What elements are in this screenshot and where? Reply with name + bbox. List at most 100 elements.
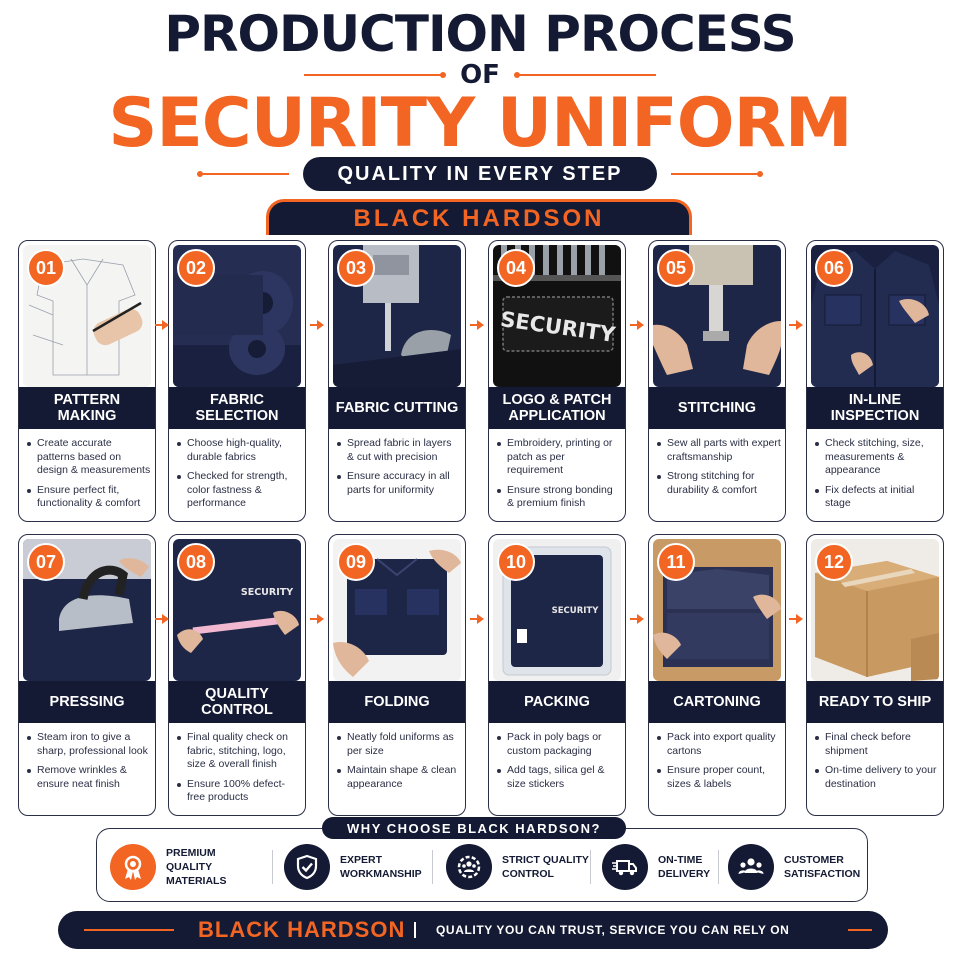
step-title: FABRIC SELECTION — [169, 387, 305, 429]
main-title: PRODUCTION PROCESS — [164, 5, 796, 63]
title-of-row: OF — [0, 60, 960, 90]
svg-text:SECURITY: SECURITY — [552, 606, 600, 616]
step-bullet: Ensure proper count, sizes & labels — [657, 764, 781, 791]
footer-divider — [414, 922, 416, 938]
divider — [590, 850, 591, 884]
step-bullet: Check stitching, size, measurements & ap… — [815, 437, 939, 478]
why-item-label: ON-TIME DELIVERY — [658, 854, 711, 880]
why-choose-title: WHY CHOOSE BLACK HARDSON? — [322, 817, 626, 839]
tagline-row: QUALITY IN EVERY STEP — [0, 157, 960, 191]
footer-slogan: QUALITY YOU CAN TRUST, SERVICE YOU CAN R… — [436, 923, 790, 937]
svg-text:SECURITY: SECURITY — [241, 587, 293, 598]
why-item-label: EXPERT WORKMANSHIP — [340, 854, 422, 880]
decor-line-left — [84, 929, 174, 931]
cutting-machine-photo — [333, 245, 461, 387]
step-bullet: Fix defects at initial stage — [815, 484, 939, 511]
flow-arrow-icon — [470, 614, 484, 624]
divider — [432, 850, 433, 884]
flow-arrow-icon — [155, 320, 169, 330]
step-bullet: Embroidery, printing or patch as per req… — [497, 437, 621, 478]
step-number: 05 — [657, 249, 695, 287]
decor-line-left — [197, 171, 290, 177]
step-title: STITCHING — [649, 387, 785, 429]
step-bullets: Create accurate patterns based on design… — [27, 437, 151, 517]
step-bullet: Pack into export quality cartons — [657, 731, 781, 758]
step-number: 10 — [497, 543, 535, 581]
step-number: 01 — [27, 249, 65, 287]
step-title: PATTERN MAKING — [19, 387, 155, 429]
step-bullet: Maintain shape & clean appearance — [337, 764, 461, 791]
step-bullet: Spread fabric in layers & cut with preci… — [337, 437, 461, 464]
step-title: FOLDING — [329, 681, 465, 723]
why-item-label: CUSTOMER SATISFACTION — [784, 854, 861, 880]
step-bullet: Ensure accuracy in all parts for uniform… — [337, 470, 461, 497]
title-of: OF — [460, 60, 500, 90]
flow-arrow-icon — [310, 614, 324, 624]
flow-arrow-icon — [470, 320, 484, 330]
main-title-accent: SECURITY UNIFORM — [108, 84, 852, 163]
step-bullet: Checked for strength, color fastness & p… — [177, 470, 301, 511]
delivery-truck-icon — [602, 844, 648, 890]
gear-team-icon — [446, 844, 492, 890]
step-bullet: On-time delivery to your destination — [815, 764, 939, 791]
decor-line-left — [304, 72, 447, 78]
divider — [272, 850, 273, 884]
step-number: 11 — [657, 543, 695, 581]
shirt-inspection-photo — [811, 245, 939, 387]
why-item-expert-workmanship: EXPERT WORKMANSHIP — [284, 844, 438, 890]
step-title: IN-LINE INSPECTION — [807, 387, 943, 429]
shield-check-icon — [284, 844, 330, 890]
poly-bag-photo: SECURITY — [493, 539, 621, 681]
step-bullet: Remove wrinkles & ensure neat finish — [27, 764, 151, 791]
step-number: 12 — [815, 543, 853, 581]
why-item-quality-control: STRICT QUALITY CONTROL — [446, 844, 600, 890]
step-bullet: Ensure perfect fit, functionality & comf… — [27, 484, 151, 511]
step-bullet: Strong stitching for durability & comfor… — [657, 470, 781, 497]
flow-arrow-icon — [789, 614, 803, 624]
flow-arrow-icon — [789, 320, 803, 330]
flow-arrow-icon — [630, 614, 644, 624]
step-bullet: Ensure strong bonding & premium finish — [497, 484, 621, 511]
flow-arrow-icon — [630, 320, 644, 330]
decor-line-right — [670, 171, 763, 177]
tagline-pill: QUALITY IN EVERY STEP — [303, 157, 657, 191]
brand-banner: BLACK HARDSON — [266, 199, 692, 235]
step-title: CARTONING — [649, 681, 785, 723]
step-bullet: Add tags, silica gel & size stickers — [497, 764, 621, 791]
decor-line-right — [513, 72, 656, 78]
step-title: PRESSING — [19, 681, 155, 723]
folded-shirt-photo — [333, 539, 461, 681]
step-bullets: Spread fabric in layers & cut with preci… — [337, 437, 461, 503]
step-number: 09 — [337, 543, 375, 581]
step-number: 02 — [177, 249, 215, 287]
step-bullet: Neatly fold uniforms as per size — [337, 731, 461, 758]
step-bullet: Create accurate patterns based on design… — [27, 437, 151, 478]
step-title: READY TO SHIP — [807, 681, 943, 723]
step-bullets: Steam iron to give a sharp, professional… — [27, 731, 151, 797]
why-item-on-time-delivery: ON-TIME DELIVERY — [602, 844, 756, 890]
step-bullet: Sew all parts with expert craftsmanship — [657, 437, 781, 464]
step-number: 07 — [27, 543, 65, 581]
decor-line-right — [848, 929, 872, 931]
step-bullet: Ensure 100% defect-free products — [177, 778, 301, 805]
why-item-premium-quality: PREMIUM QUALITY MATERIALS — [110, 844, 264, 890]
measuring-tape-photo: SECURITY — [173, 539, 301, 681]
step-title: QUALITY CONTROL — [169, 681, 305, 723]
step-bullets: Embroidery, printing or patch as per req… — [497, 437, 621, 517]
step-bullet: Pack in poly bags or custom packaging — [497, 731, 621, 758]
step-title: LOGO & PATCH APPLICATION — [489, 387, 625, 429]
footer-bar: BLACK HARDSON QUALITY YOU CAN TRUST, SER… — [58, 911, 888, 949]
